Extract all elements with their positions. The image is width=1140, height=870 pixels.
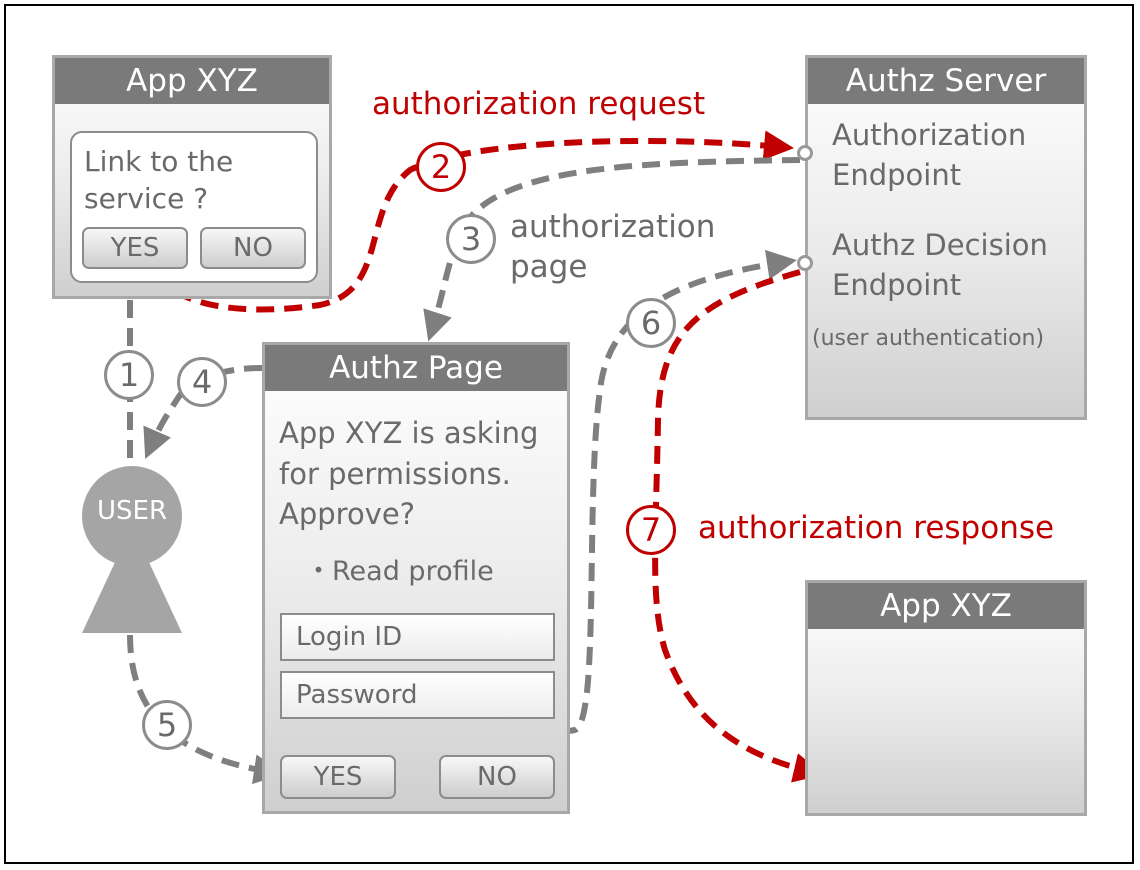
arrow-step-5 — [127, 634, 284, 785]
user-authentication-note: (user authentication) — [812, 326, 1045, 351]
arrow-step-6 — [396, 249, 797, 775]
authz-page-text-line1: App XYZ is asking — [279, 416, 539, 450]
step-6-marker: 6 — [626, 298, 676, 348]
decision-endpoint-label-line1: Authz Decision — [832, 228, 1048, 262]
authorization-endpoint-label-line2: Endpoint — [832, 158, 962, 192]
step-2-marker: 2 — [416, 142, 466, 192]
authorization-page-label-line1: authorization — [510, 209, 716, 245]
authorization-response-label: authorization response — [698, 510, 1055, 546]
step-4-marker: 4 — [177, 357, 227, 407]
user-icon — [82, 466, 182, 633]
login-id-field[interactable]: Login ID — [280, 613, 555, 661]
password-field[interactable]: Password — [280, 671, 555, 719]
authorization-request-label: authorization request — [372, 86, 706, 122]
authz-page-title: Authz Page — [265, 345, 567, 391]
authz-server-panel: Authz Server Authorization Endpoint Auth… — [805, 55, 1087, 420]
step-5-marker: 5 — [142, 700, 192, 750]
app-xyz-top-panel: App XYZ Link to the service ? YES NO — [52, 55, 332, 299]
step-3-marker: 3 — [446, 214, 496, 264]
authz-no-button[interactable]: NO — [439, 755, 555, 799]
decision-endpoint-connector — [797, 255, 813, 271]
arrow-step-7 — [652, 269, 824, 783]
authorization-endpoint-label-line1: Authorization — [832, 118, 1027, 152]
step-7-marker: 7 — [626, 505, 676, 555]
arrow-step-3 — [423, 157, 801, 342]
scope-read-profile: ・Read profile — [305, 556, 494, 587]
dialog-text-line2: service ? — [84, 182, 209, 215]
arrow-step-2 — [152, 130, 794, 313]
authorization-page-label-line2: page — [510, 249, 588, 285]
user-label: USER — [96, 496, 168, 526]
authz-server-title: Authz Server — [808, 58, 1084, 104]
authz-page-text-line3: Approve? — [279, 497, 416, 531]
authorization-endpoint-connector — [797, 145, 813, 161]
app-xyz-bottom-title: App XYZ — [808, 583, 1084, 629]
link-service-dialog: Link to the service ? YES NO — [70, 131, 318, 283]
authz-yes-button[interactable]: YES — [280, 755, 396, 799]
decision-endpoint-label-line2: Endpoint — [832, 268, 962, 302]
app-xyz-bottom-panel: App XYZ — [805, 580, 1087, 816]
authz-page-panel: Authz Page App XYZ is asking for permiss… — [262, 342, 570, 814]
authz-page-text-line2: for permissions. — [279, 457, 511, 491]
dialog-text-line1: Link to the — [84, 145, 234, 178]
step-1-marker: 1 — [104, 350, 154, 400]
app-xyz-top-title: App XYZ — [55, 58, 329, 104]
dialog-no-button[interactable]: NO — [200, 227, 306, 269]
dialog-yes-button[interactable]: YES — [82, 227, 188, 269]
